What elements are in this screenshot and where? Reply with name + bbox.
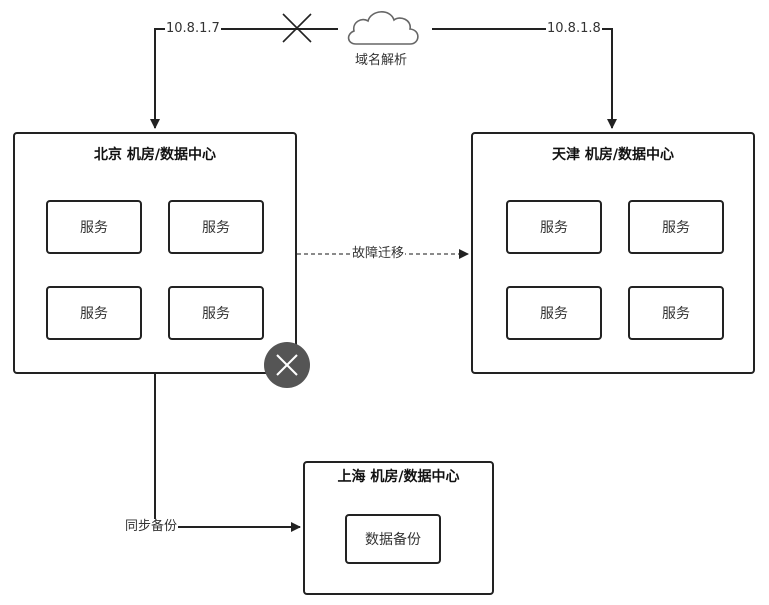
- beijing-datacenter-title: 北京 机房/数据中心: [94, 147, 216, 163]
- service-box: 服务: [168, 200, 264, 254]
- service-box: 服务: [46, 286, 142, 340]
- beijing-datacenter: 北京 机房/数据中心 服务 服务 服务 服务: [13, 132, 297, 374]
- sync-link: [154, 374, 301, 532]
- tianjin-datacenter: 天津 机房/数据中心 服务 服务 服务 服务: [471, 132, 755, 374]
- shanghai-datacenter: 上海 机房/数据中心 数据备份: [303, 461, 494, 595]
- tianjin-datacenter-title: 天津 机房/数据中心: [552, 147, 674, 163]
- dns-link-beijing: [150, 28, 338, 129]
- tianjin-ip-label: 10.8.1.8: [546, 21, 602, 37]
- shanghai-datacenter-title: 上海 机房/数据中心: [337, 469, 460, 485]
- cross-icon: [282, 13, 312, 43]
- service-box: 服务: [168, 286, 264, 340]
- cloud-icon: [347, 11, 419, 45]
- service-box: 服务: [628, 200, 724, 254]
- dns-label: 域名解析: [354, 53, 409, 69]
- failover-label: 故障迁移: [351, 246, 406, 262]
- service-box: 服务: [46, 200, 142, 254]
- service-box: 服务: [628, 286, 724, 340]
- service-box: 服务: [506, 286, 602, 340]
- dns-link-tianjin: [432, 28, 617, 129]
- backup-box: 数据备份: [345, 514, 441, 564]
- sync-label: 同步备份: [124, 519, 179, 535]
- x-circle-icon: [264, 342, 310, 388]
- service-box: 服务: [506, 200, 602, 254]
- beijing-ip-label: 10.8.1.7: [165, 21, 221, 37]
